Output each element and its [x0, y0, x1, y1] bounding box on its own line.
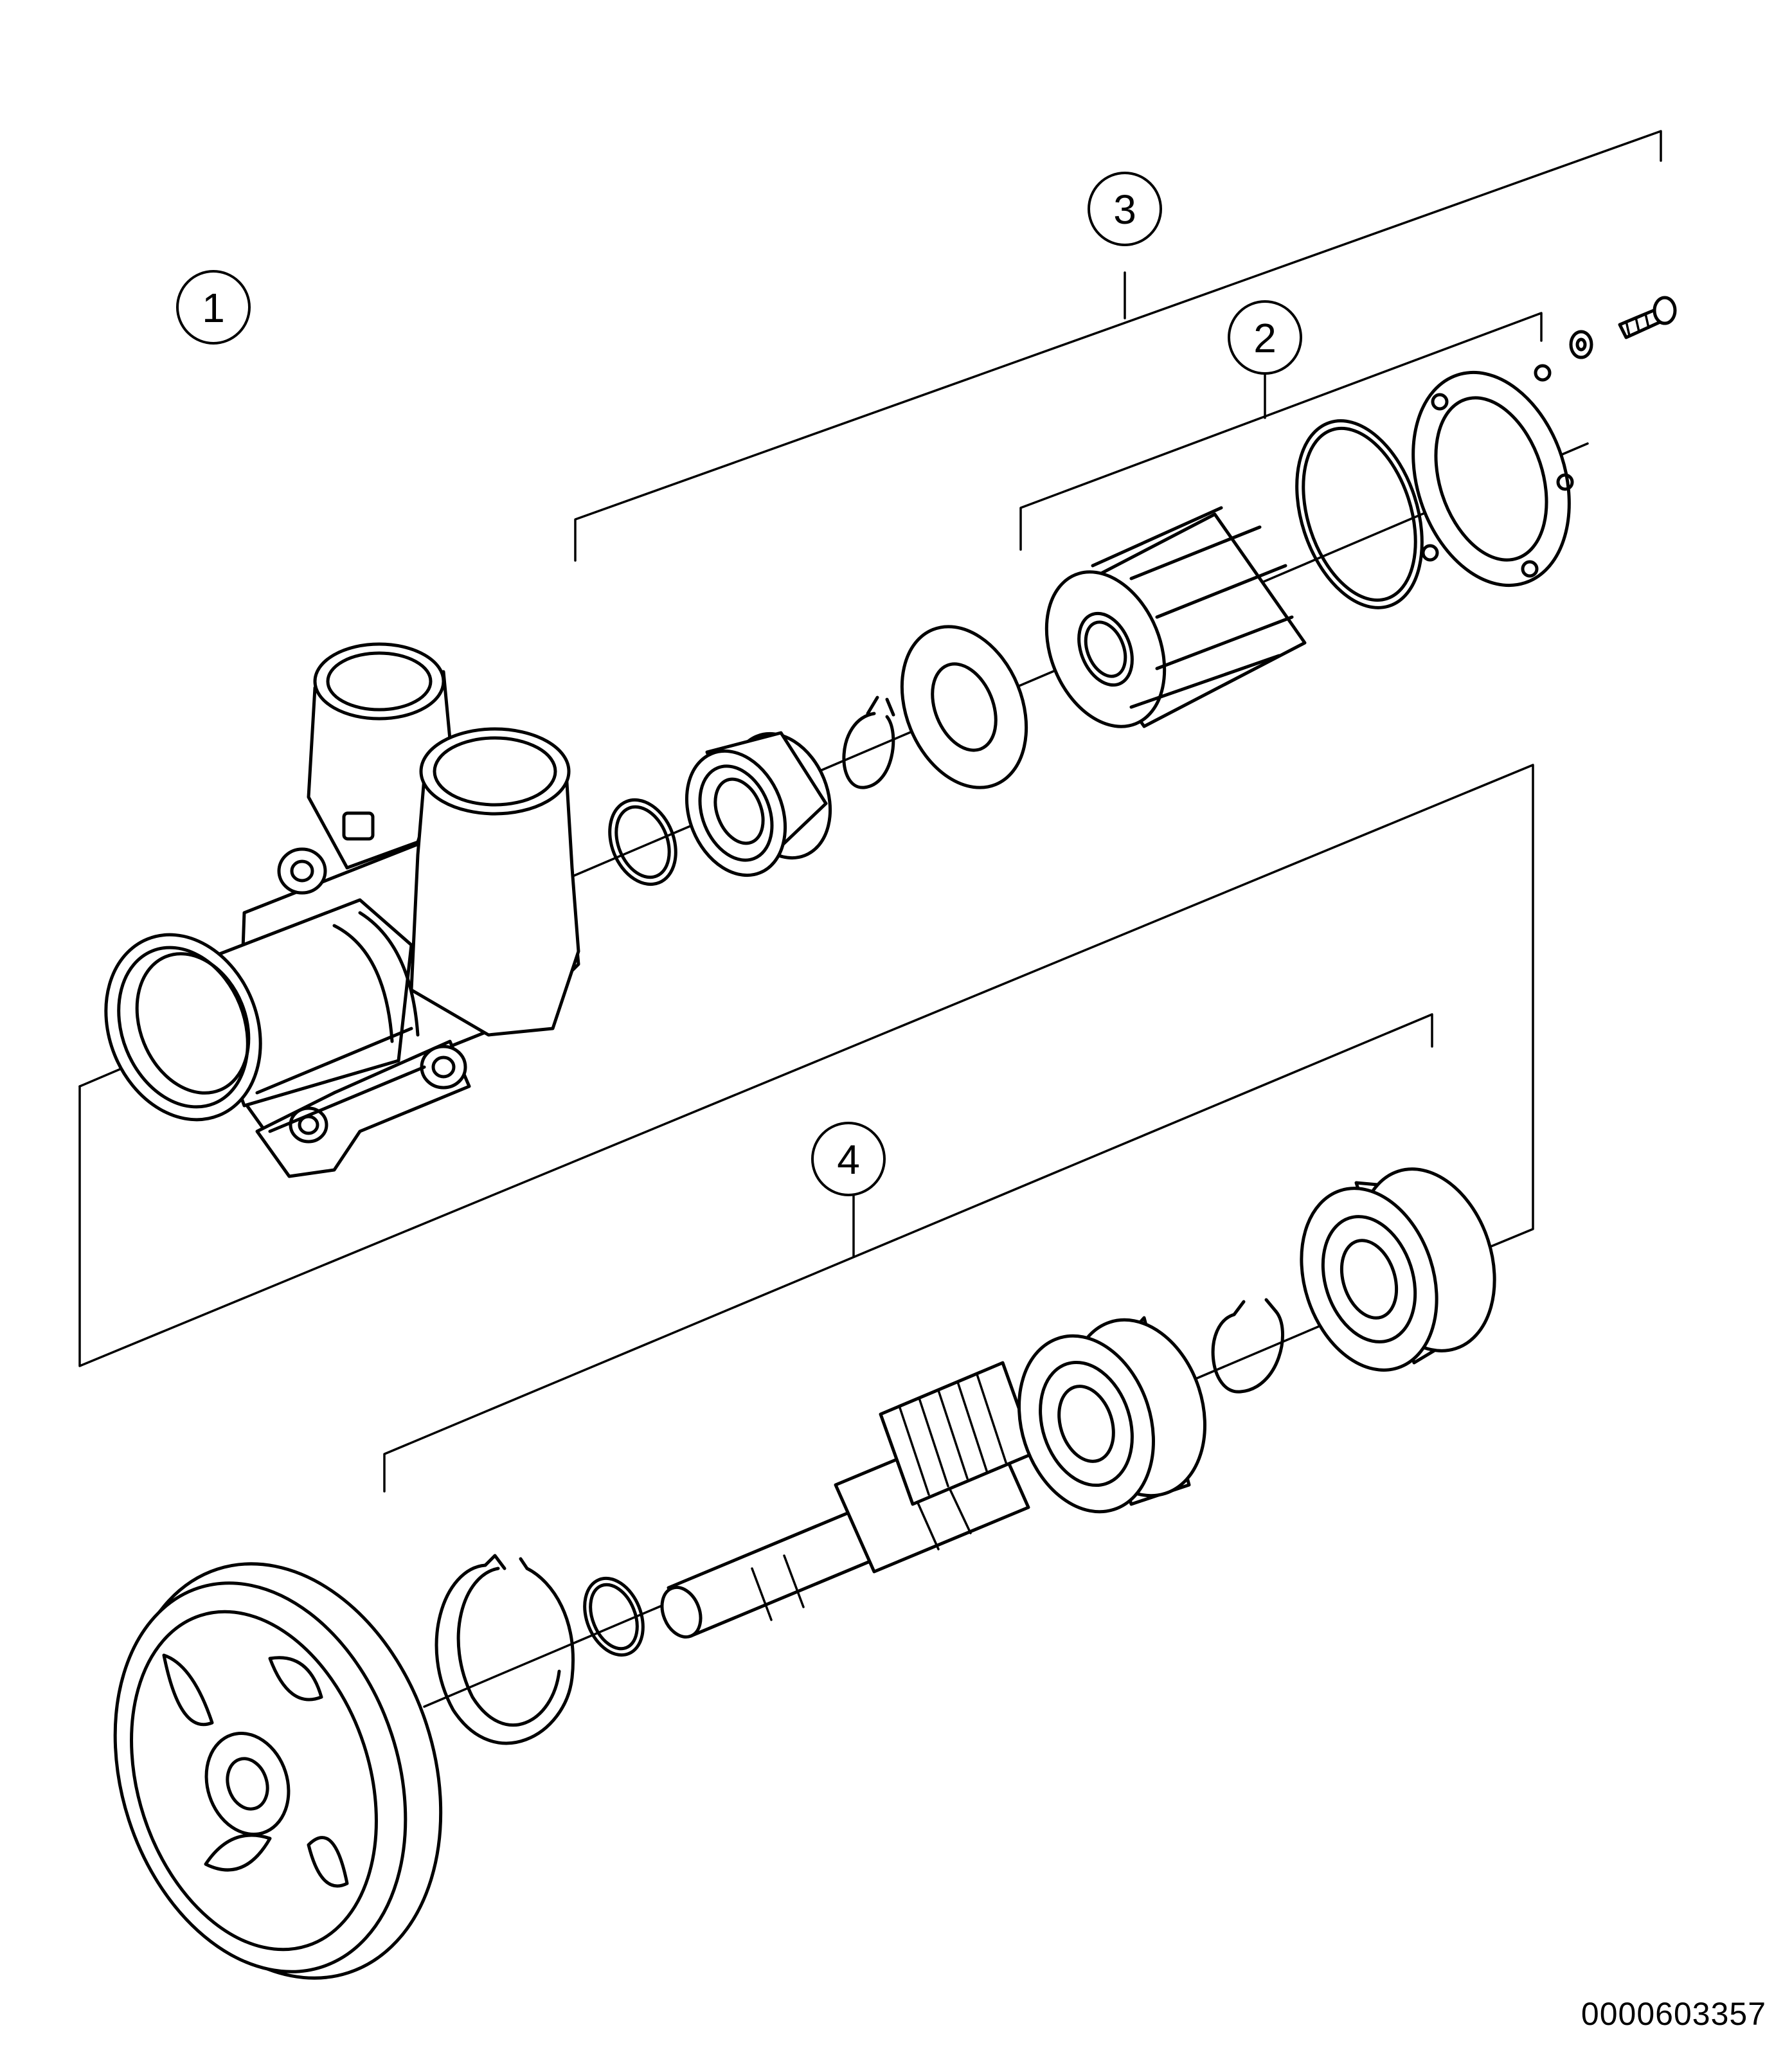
document-number: 0000603357	[1581, 1996, 1766, 2032]
ball-bearing-large	[1300, 1167, 1496, 1372]
callout-3: 3	[1088, 172, 1162, 246]
shaft-seal	[685, 731, 832, 877]
callout-4: 4	[811, 1122, 886, 1196]
pump-housing	[104, 642, 580, 1178]
callout-1: 1	[176, 270, 251, 345]
ball-bearing-small	[1017, 1316, 1206, 1514]
bracket-housing-group	[78, 764, 1534, 1367]
wear-plate-washer	[900, 625, 1028, 789]
callout-1-label: 1	[202, 285, 225, 331]
circlip-upper	[842, 696, 895, 789]
o-ring-large	[1295, 419, 1424, 609]
screw	[1618, 296, 1677, 339]
callout-2: 2	[1228, 300, 1302, 375]
bracket-assembly-4	[383, 1013, 1433, 1493]
bracket-assembly-3	[574, 130, 1662, 562]
impeller	[1044, 506, 1307, 728]
circlip-lower	[1211, 1298, 1285, 1394]
bracket-assembly-2	[1019, 312, 1543, 551]
pulley	[113, 1562, 443, 1980]
circlip-large-lower	[435, 1554, 575, 1745]
o-ring-small-upper	[608, 798, 677, 886]
o-ring-small-lower	[583, 1576, 645, 1657]
callout-3-label: 3	[1113, 186, 1136, 233]
washer-small	[1569, 330, 1593, 359]
pump-cover-plate	[1411, 364, 1574, 588]
callout-4-label: 4	[837, 1136, 860, 1183]
callout-2-label: 2	[1253, 315, 1277, 361]
